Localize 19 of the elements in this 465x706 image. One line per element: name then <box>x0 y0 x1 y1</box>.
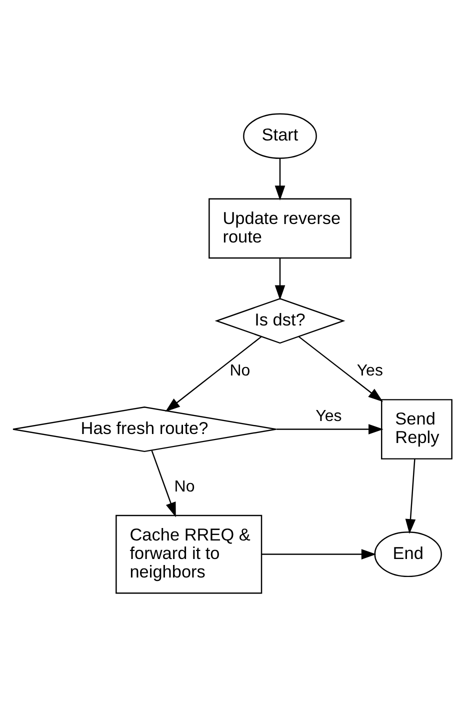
node-box: Send Reply <box>381 398 452 459</box>
arrow <box>405 458 416 534</box>
node-diamond: Is dst? <box>214 298 346 344</box>
arrow <box>165 336 262 412</box>
node-box: Cache RREQ & forward it to neighbors <box>116 514 262 594</box>
arrow <box>274 158 286 200</box>
arrow <box>274 258 286 300</box>
edge-label: No <box>174 478 195 495</box>
arrow <box>151 450 176 517</box>
arrow <box>262 548 376 559</box>
edge-label: No <box>230 362 250 380</box>
arrow <box>298 336 383 402</box>
edge-label: Yes <box>356 362 383 380</box>
node-box: Update reverse route <box>208 198 352 258</box>
arrow <box>276 424 384 434</box>
node-diamond: Has fresh route? <box>12 406 277 452</box>
edge-label: Yes <box>316 408 342 425</box>
node-ellipse: End <box>374 530 442 577</box>
node-ellipse: Start <box>243 112 317 158</box>
